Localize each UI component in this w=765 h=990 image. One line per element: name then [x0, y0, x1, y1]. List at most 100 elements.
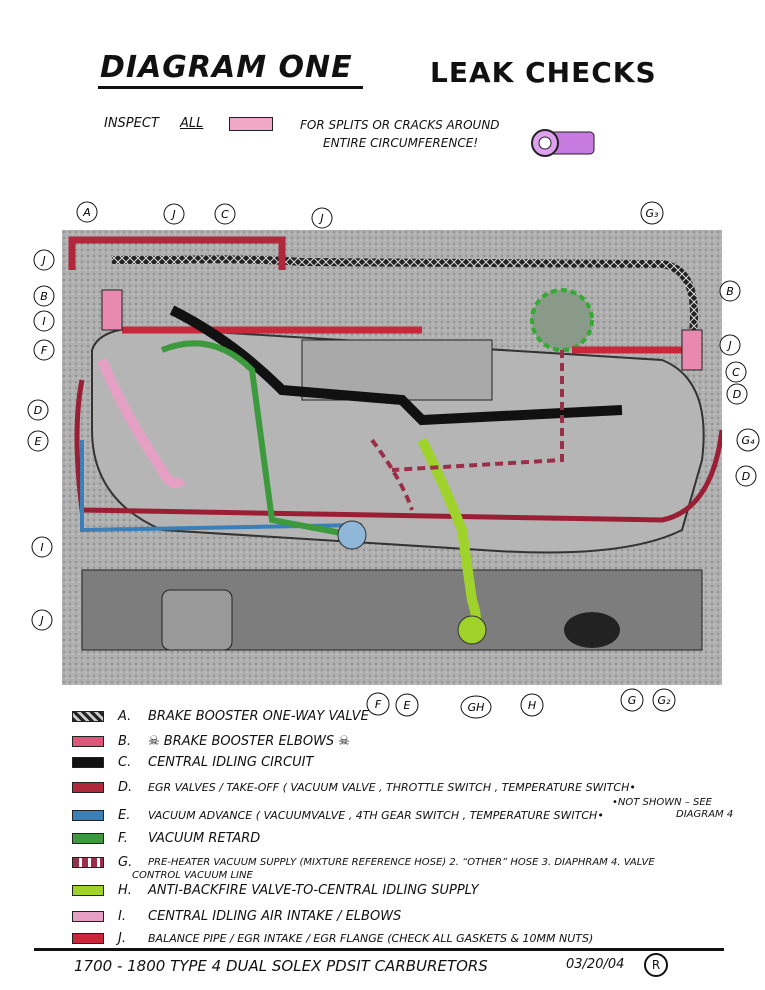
- instruction-line-1: FOR SPLITS OR CRACKS AROUND: [300, 118, 500, 132]
- footer-rule: [34, 948, 724, 951]
- legend-letter-j: J.: [118, 930, 126, 946]
- legend-swatch-a: [72, 710, 104, 722]
- callout-c2: C: [725, 361, 747, 383]
- legend-text-d: EGR VALVES / TAKE-OFF ( VACUUM VALVE , T…: [148, 780, 636, 794]
- distributor-cap: [564, 612, 620, 648]
- legend-text-a: BRAKE BOOSTER ONE-WAY VALVE: [148, 708, 369, 724]
- callout-j2: J: [311, 207, 333, 229]
- balance-pipe: [122, 326, 692, 354]
- legend-letter-b: B.: [118, 733, 132, 749]
- svg-text:B: B: [726, 285, 734, 298]
- legend-row-g: G. PRE-HEATER VACUUM SUPPLY (MIXTURE REF…: [72, 852, 655, 872]
- legend-letter-i: I.: [118, 908, 126, 924]
- brake-elbow-right: [681, 329, 703, 371]
- svg-text:J: J: [726, 339, 731, 352]
- svg-text:C: C: [221, 208, 229, 221]
- callout-j3: J: [33, 249, 55, 271]
- legend-row-e: E. VACUUM ADVANCE ( VACUUMVALVE , 4TH GE…: [72, 805, 604, 825]
- callout-e1: E: [27, 430, 49, 452]
- registered-mark: R: [644, 953, 668, 977]
- callout-b2: B: [719, 280, 741, 302]
- svg-text:G₄: G₄: [742, 434, 756, 447]
- callout-d1: D: [27, 399, 49, 421]
- balance-pipe-left: [68, 236, 286, 270]
- legend-swatch-h: [72, 884, 104, 896]
- callout-i2: I: [31, 536, 53, 558]
- callout-a: A: [76, 201, 98, 223]
- callout-i1: I: [33, 310, 55, 332]
- inspect-label: INSPECT: [104, 116, 159, 131]
- legend-letter-a: A.: [118, 708, 132, 724]
- legend-row-a: A. BRAKE BOOSTER ONE-WAY VALVE: [72, 706, 369, 726]
- legend-letter-e: E.: [118, 807, 131, 823]
- legend-note-not-shown: •NOT SHOWN – SEE: [612, 797, 712, 808]
- legend-swatch-i: [72, 910, 104, 922]
- svg-text:H: H: [528, 699, 536, 712]
- engine-diagram: [62, 230, 722, 685]
- callout-g3: G₃: [640, 201, 664, 225]
- legend-row-b: B. ☠ BRAKE BOOSTER ELBOWS ☠: [72, 731, 350, 751]
- footer-date: 03/20/04: [566, 957, 625, 972]
- svg-text:D: D: [733, 388, 741, 401]
- legend-row-h: H. ANTI-BACKFIRE VALVE-TO-CENTRAL IDLING…: [72, 880, 479, 900]
- egr-line: [74, 379, 722, 523]
- preheater-diaphragm: [530, 288, 594, 352]
- callout-j1: J: [163, 203, 185, 225]
- legend-text-g: PRE-HEATER VACUUM SUPPLY (MIXTURE REFERE…: [148, 856, 655, 868]
- legend-swatch-f: [72, 832, 104, 844]
- idling-air-intake: [97, 358, 186, 489]
- brake-elbow-left: [101, 289, 123, 331]
- svg-text:E: E: [404, 699, 411, 712]
- legend-text-j: BALANCE PIPE / EGR INTAKE / EGR FLANGE (…: [148, 931, 594, 945]
- callout-h: H: [520, 693, 544, 717]
- legend-text-i: CENTRAL IDLING AIR INTAKE / ELBOWS: [148, 908, 402, 924]
- vacuum-retard-line: [160, 340, 353, 538]
- legend-text-e: VACUUM ADVANCE ( VACUUMVALVE , 4TH GEAR …: [148, 808, 604, 822]
- svg-text:I: I: [42, 315, 45, 328]
- svg-text:F: F: [375, 698, 382, 711]
- legend-note-diagram-ref: DIAGRAM 4: [676, 809, 734, 820]
- callout-j5: J: [31, 609, 53, 631]
- legend-letter-h: H.: [118, 882, 132, 898]
- svg-text:F: F: [41, 344, 48, 357]
- vacuum-advance-line: [80, 440, 363, 533]
- legend-text-b: ☠ BRAKE BOOSTER ELBOWS ☠: [148, 733, 350, 749]
- svg-text:D: D: [742, 470, 750, 483]
- callout-e2: E: [395, 693, 419, 717]
- legend-letter-g: G.: [118, 854, 133, 870]
- vacuum-advance-unit: [337, 520, 367, 550]
- pink-hose-swatch: [229, 117, 273, 131]
- svg-text:J: J: [40, 254, 45, 267]
- callout-f1: F: [33, 339, 55, 361]
- callout-j4: J: [719, 334, 741, 356]
- legend-swatch-d: [72, 781, 104, 793]
- legend-swatch-c: [72, 756, 104, 768]
- brake-booster-line: [112, 255, 698, 341]
- svg-text:G: G: [628, 694, 637, 707]
- legend-swatch-g: [72, 856, 104, 868]
- callout-d3: D: [735, 465, 757, 487]
- legend-letter-c: C.: [118, 754, 132, 770]
- legend-swatch-j: [72, 932, 104, 944]
- legend-row-c: C. CENTRAL IDLING CIRCUIT: [72, 752, 313, 772]
- legend-swatch-e: [72, 809, 104, 821]
- legend-row-i: I. CENTRAL IDLING AIR INTAKE / ELBOWS: [72, 906, 401, 926]
- callout-gh: GH: [460, 695, 492, 719]
- central-idling-hose: [169, 305, 623, 426]
- legend-letter-f: F.: [118, 830, 128, 846]
- callout-c1: C: [214, 203, 236, 225]
- callout-f2: F: [366, 692, 390, 716]
- callout-g4: G₄: [736, 428, 760, 452]
- callout-b1: B: [33, 285, 55, 307]
- svg-text:J: J: [38, 614, 43, 627]
- legend-row-f: F. VACUUM RETARD: [72, 828, 260, 848]
- hose-ring-icon: [531, 129, 595, 157]
- callout-g: G: [620, 688, 644, 712]
- svg-text:D: D: [34, 404, 42, 417]
- svg-text:E: E: [35, 435, 42, 448]
- svg-text:C: C: [732, 366, 740, 379]
- callout-g2: G₂: [652, 688, 676, 712]
- preheater-supply-hose: [370, 350, 564, 511]
- svg-text:GH: GH: [468, 701, 485, 714]
